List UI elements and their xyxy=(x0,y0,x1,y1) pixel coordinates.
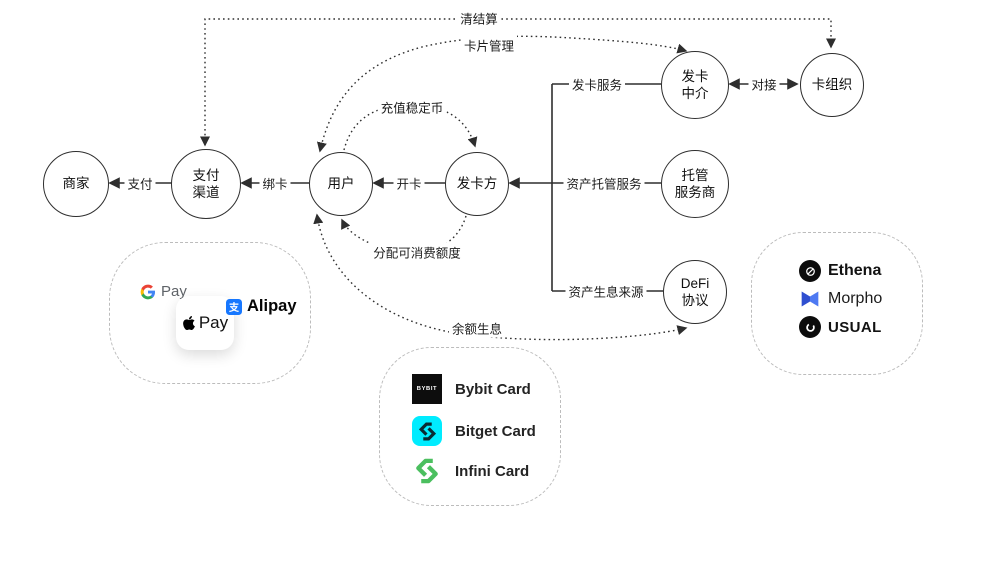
bybit-card-label: Bybit Card xyxy=(455,380,531,398)
bitget-icon xyxy=(412,416,442,446)
node-card-network: 卡组织 xyxy=(800,53,864,117)
apple-icon xyxy=(182,316,195,330)
usual-label: USUAL xyxy=(828,318,882,336)
edge-label-issuing-service: 发卡服务 xyxy=(568,74,626,94)
edge-balance-yield-path xyxy=(313,213,688,341)
node-custody-provider-label: 托管 xyxy=(681,167,709,183)
edge-label-deposit-stablecoin: 充值稳定币 xyxy=(377,97,447,117)
bybit-icon: BYBIT xyxy=(412,374,442,404)
morpho-row: Morpho xyxy=(799,288,882,310)
node-payment-channel: 支付渠道 xyxy=(171,149,241,219)
ethena-row: Ethena xyxy=(799,260,881,282)
node-issuing-intermediary-label: 发卡 xyxy=(681,68,709,84)
bitget-card-row: Bitget Card xyxy=(412,416,536,446)
node-merchant-label: 商家 xyxy=(62,176,90,192)
node-issuing-intermediary: 发卡中介 xyxy=(661,51,729,119)
google-g-icon xyxy=(140,284,156,299)
bitget-card-label: Bitget Card xyxy=(455,422,536,440)
bybit-card-row: BYBIT Bybit Card xyxy=(412,374,531,404)
alipay-label: Alipay xyxy=(247,297,297,315)
ethena-icon xyxy=(799,260,821,282)
node-user-label: 用户 xyxy=(327,176,355,192)
edge-label-clearing-settlement: 清结算 xyxy=(457,8,501,28)
wallets-group-box xyxy=(109,242,311,384)
node-merchant: 商家 xyxy=(43,151,109,217)
node-user: 用户 xyxy=(309,152,373,216)
apple-pay-logo: Pay xyxy=(176,296,234,350)
infini-card-row: Infini Card xyxy=(412,456,529,486)
infini-card-label: Infini Card xyxy=(455,462,530,480)
morpho-icon xyxy=(799,288,821,310)
alipay-icon: 支 xyxy=(226,298,242,315)
node-card-network-label: 卡组织 xyxy=(811,77,853,93)
google-pay-label: Pay xyxy=(161,283,187,300)
apple-pay-label: Pay xyxy=(198,313,229,332)
node-card-issuer-label: 发卡方 xyxy=(456,176,498,192)
usual-row: USUAL xyxy=(799,316,882,338)
edge-deposit-stablecoin-path xyxy=(343,104,478,151)
edge-label-card-management: 卡片管理 xyxy=(460,35,518,55)
alipay-logo: 支 Alipay xyxy=(226,297,297,316)
google-pay-logo: Pay xyxy=(140,283,187,300)
edge-label-open-card: 开卡 xyxy=(393,173,425,193)
node-payment-channel-label: 支付 xyxy=(192,167,220,183)
crypto-cards-group-box xyxy=(379,347,561,506)
edge-label-custody-service: 资产托管服务 xyxy=(563,173,645,193)
node-card-issuer: 发卡方 xyxy=(445,152,509,216)
edge-label-bind-card: 绑卡 xyxy=(259,173,291,193)
edge-label-allocate-limit: 分配可消费额度 xyxy=(370,242,464,262)
edge-label-balance-yield: 余额生息 xyxy=(448,318,506,338)
edge-label-yield-source: 资产生息来源 xyxy=(565,281,647,301)
edge-label-connect: 对接 xyxy=(748,74,780,94)
morpho-label: Morpho xyxy=(828,290,883,307)
ethena-label: Ethena xyxy=(828,262,882,279)
node-custody-provider: 托管服务商 xyxy=(661,150,729,218)
edge-clearing-settlement-path xyxy=(199,18,837,147)
defi-protocols-group-box xyxy=(751,232,923,375)
node-defi-protocol-label: DeFi xyxy=(680,275,710,291)
edge-label-payment: 支付 xyxy=(124,173,156,193)
usual-icon xyxy=(799,316,821,338)
infini-icon xyxy=(412,456,442,486)
